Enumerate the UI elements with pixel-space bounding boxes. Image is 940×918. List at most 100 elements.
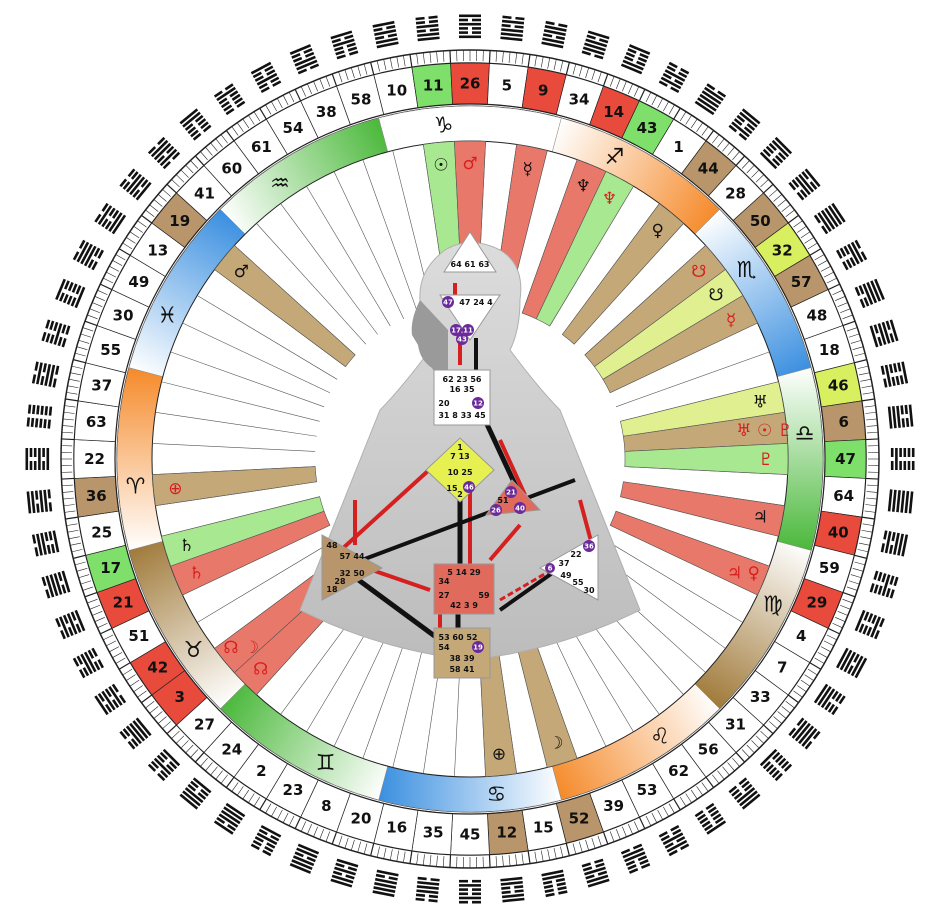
hexagram-icon: [500, 876, 525, 903]
tick-mark: [205, 762, 213, 772]
hexagram-icon: [55, 609, 86, 640]
planet-icon: ☿: [523, 160, 533, 180]
gate-label: 24: [221, 740, 242, 758]
gate-label: 1: [673, 138, 683, 156]
tick-mark: [73, 359, 87, 364]
tick-mark: [162, 189, 171, 197]
tick-mark: [175, 735, 185, 744]
tick-mark: [61, 477, 75, 480]
tick-mark: [126, 237, 136, 244]
tick-mark: [673, 107, 681, 120]
sacral-row3: 27: [438, 591, 449, 600]
gate-label: 48: [806, 306, 827, 324]
tick-mark: [157, 194, 167, 202]
pisces-icon: ♓: [157, 304, 177, 329]
gate-label: 60: [221, 160, 242, 178]
tick-mark: [773, 716, 783, 724]
activation-ray: [561, 203, 684, 345]
tick-mark: [200, 151, 208, 160]
tick-mark: [422, 854, 425, 866]
tick-mark: [628, 824, 633, 835]
gate-label: 47: [835, 450, 856, 468]
ajna-badge-2: 11: [463, 327, 473, 335]
capricorn-icon: ♑: [434, 114, 454, 139]
tick-mark: [449, 50, 452, 64]
tick-mark: [777, 199, 787, 207]
tick-mark: [344, 69, 349, 81]
tick-mark: [436, 855, 438, 867]
tick-mark: [225, 776, 235, 788]
tick-mark: [638, 816, 646, 829]
tick-mark: [717, 770, 725, 780]
tick-mark: [103, 634, 114, 641]
tick-mark: [205, 146, 213, 156]
tick-mark: [325, 831, 331, 842]
root-row5: 58 41: [449, 665, 474, 674]
tick-mark: [64, 510, 76, 513]
tick-mark: [307, 83, 312, 94]
tick-mark: [690, 789, 698, 800]
tick-mark: [755, 174, 765, 183]
gate-label: 11: [423, 76, 444, 94]
tick-mark: [74, 561, 86, 566]
tick-mark: [861, 398, 875, 402]
tick-mark: [350, 67, 355, 79]
scorpio-icon: ♏: [737, 258, 757, 283]
hexagram-icon: [41, 319, 71, 348]
tick-mark: [773, 194, 783, 202]
throat-center: [433, 369, 491, 426]
tick-mark: [797, 225, 807, 233]
gemini-icon: ♊: [316, 751, 336, 776]
hexagram-icon: [581, 858, 610, 888]
tick-mark: [760, 730, 769, 739]
gate-label: 22: [84, 450, 105, 468]
tick-mark: [68, 378, 80, 382]
gate-label: 25: [91, 523, 112, 541]
tick-mark: [865, 504, 877, 507]
tick-mark: [403, 55, 406, 67]
tick-mark: [422, 52, 425, 64]
tick-mark: [534, 55, 537, 67]
tick-mark: [793, 220, 803, 228]
tick-mark: [236, 786, 244, 796]
hexagram-icon: [813, 202, 846, 235]
tick-mark: [837, 302, 848, 307]
tick-mark: [87, 598, 98, 604]
tick-mark: [288, 92, 295, 103]
tick-mark: [741, 749, 750, 758]
gate-label: 12: [496, 824, 517, 842]
tick-mark: [785, 701, 795, 709]
tick-mark: [282, 95, 289, 106]
tick-mark: [848, 580, 860, 585]
hexagram-icon: [289, 44, 320, 75]
tick-mark: [857, 549, 869, 553]
tick-mark: [804, 237, 814, 244]
planet-icon: ♂: [462, 154, 477, 174]
ego-badge-2: 40: [515, 505, 525, 513]
tick-mark: [553, 59, 557, 71]
hexagram-icon: [694, 83, 727, 116]
tick-mark: [63, 411, 75, 414]
tick-mark: [832, 622, 843, 629]
tick-mark: [171, 730, 180, 739]
tick-mark: [145, 701, 155, 709]
tick-mark: [92, 302, 103, 307]
tick-mark: [89, 604, 100, 610]
tick-mark: [236, 122, 244, 132]
tick-mark: [809, 248, 822, 256]
planet-icon: ♃: [753, 508, 768, 528]
ego-badge-0: 21: [506, 489, 516, 497]
tick-mark: [722, 142, 730, 152]
tick-mark: [133, 225, 143, 233]
aries-icon: ♈: [126, 474, 146, 499]
tick-mark: [668, 104, 675, 115]
tick-mark: [712, 774, 720, 784]
tick-mark: [248, 115, 255, 125]
tick-mark: [809, 662, 822, 670]
gate-label: 13: [147, 241, 168, 259]
planet-icon: ♄: [189, 563, 204, 583]
gate-label: 23: [283, 781, 304, 799]
tick-mark: [727, 762, 735, 772]
tick-mark: [276, 809, 283, 820]
tick-mark: [508, 855, 511, 867]
